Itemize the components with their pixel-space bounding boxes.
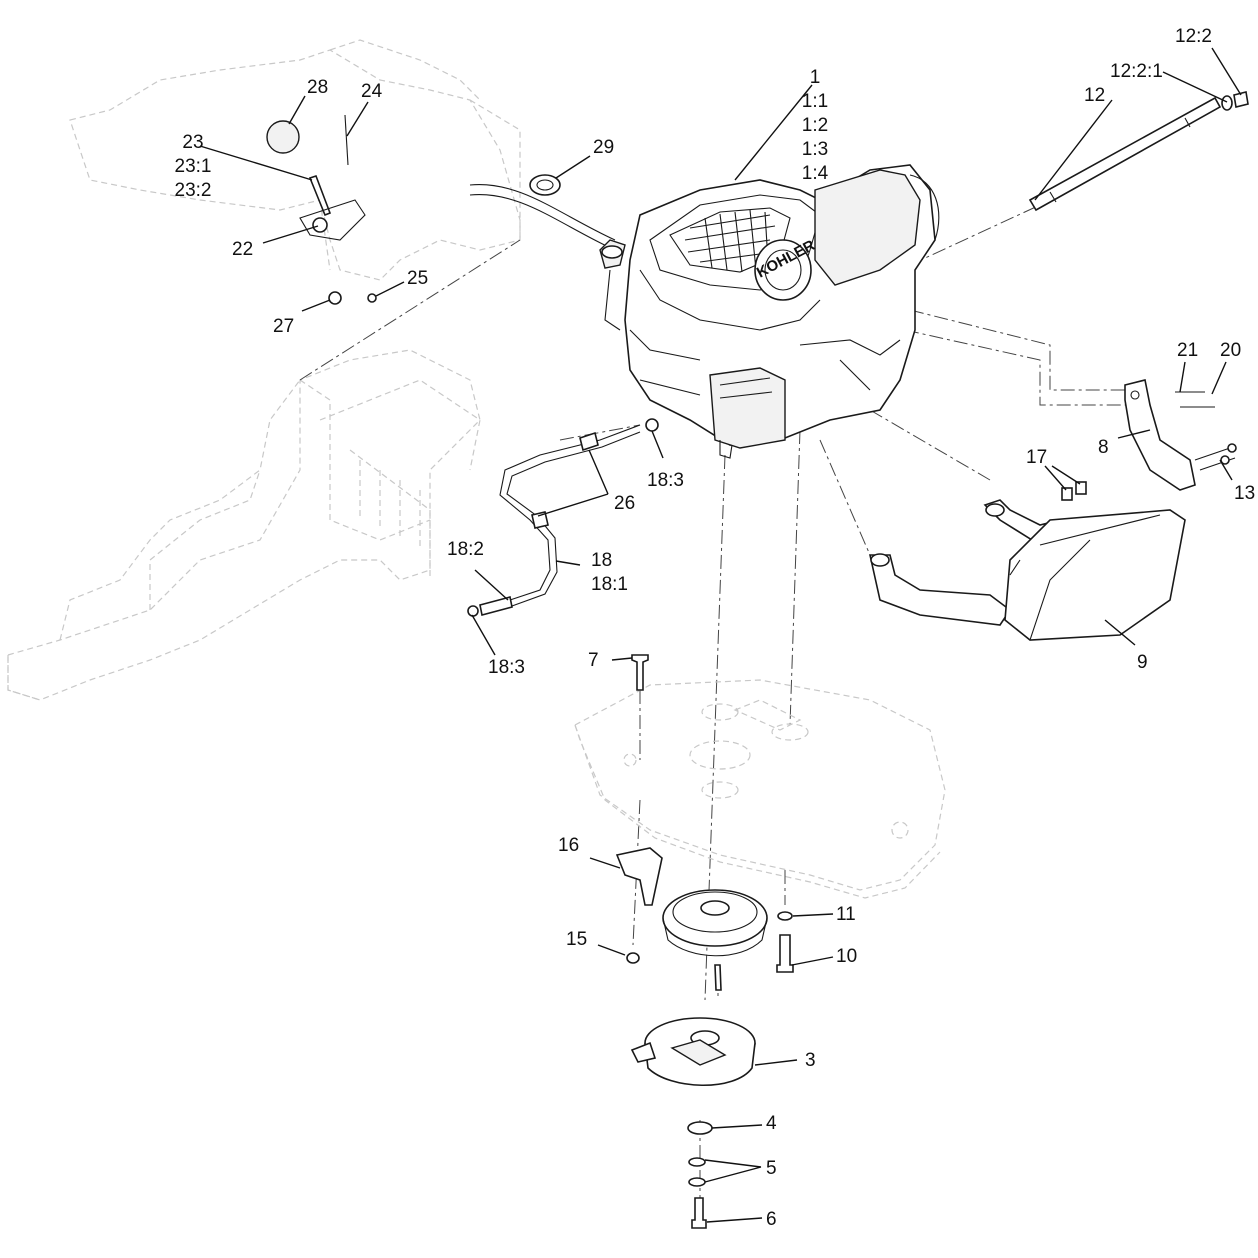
callout-7: 7 bbox=[588, 650, 599, 671]
leader-lines bbox=[199, 47, 1242, 1223]
engine-deck-plate bbox=[574, 679, 946, 899]
callout-17: 17 bbox=[1026, 447, 1048, 468]
callout-12-2-1: 12:2:1 bbox=[1110, 61, 1163, 82]
callout-20: 20 bbox=[1220, 340, 1242, 361]
callout-18-3-lower: 18:3 bbox=[488, 657, 525, 678]
muffler bbox=[869, 481, 1186, 641]
callout-6: 6 bbox=[766, 1209, 777, 1230]
phantom-frame bbox=[7, 39, 521, 701]
control-lever bbox=[266, 114, 377, 305]
callout-24: 24 bbox=[361, 81, 383, 102]
shaft bbox=[1028, 91, 1249, 212]
callout-18-2: 18:2 bbox=[447, 539, 484, 560]
callout-5: 5 bbox=[766, 1158, 777, 1179]
callout-26: 26 bbox=[614, 493, 636, 514]
callout-18: 18 18:1 bbox=[591, 550, 628, 595]
clutch-stack bbox=[630, 1017, 756, 1229]
callout-3: 3 bbox=[805, 1050, 816, 1071]
cables bbox=[469, 174, 616, 251]
callout-1: 1 1:1 1:2 1:3 1:4 bbox=[801, 67, 829, 184]
callout-18-3-upper: 18:3 bbox=[647, 470, 684, 491]
callout-21: 21 bbox=[1177, 340, 1199, 361]
fuel-hose bbox=[467, 418, 659, 617]
callout-28: 28 bbox=[307, 77, 329, 98]
callout-15: 15 bbox=[566, 929, 588, 950]
callout-10: 10 bbox=[836, 946, 858, 967]
callout-13: 13 bbox=[1234, 483, 1256, 504]
engine-assembly bbox=[599, 164, 940, 459]
callout-8: 8 bbox=[1098, 437, 1109, 458]
callout-23: 23 23:1 23:2 bbox=[174, 132, 212, 201]
callout-29: 29 bbox=[593, 137, 615, 158]
callout-27: 27 bbox=[273, 316, 295, 337]
callout-22: 22 bbox=[232, 239, 254, 260]
deck-hardware bbox=[615, 654, 794, 973]
callout-11: 11 bbox=[836, 904, 856, 925]
muffler-bracket bbox=[1124, 379, 1237, 491]
callout-12-2: 12:2 bbox=[1175, 26, 1212, 47]
callout-9: 9 bbox=[1137, 652, 1148, 673]
callout-16: 16 bbox=[558, 835, 580, 856]
pulley bbox=[662, 889, 768, 991]
callout-4: 4 bbox=[766, 1113, 777, 1134]
callout-25: 25 bbox=[407, 268, 429, 289]
callout-12: 12 bbox=[1084, 85, 1106, 106]
